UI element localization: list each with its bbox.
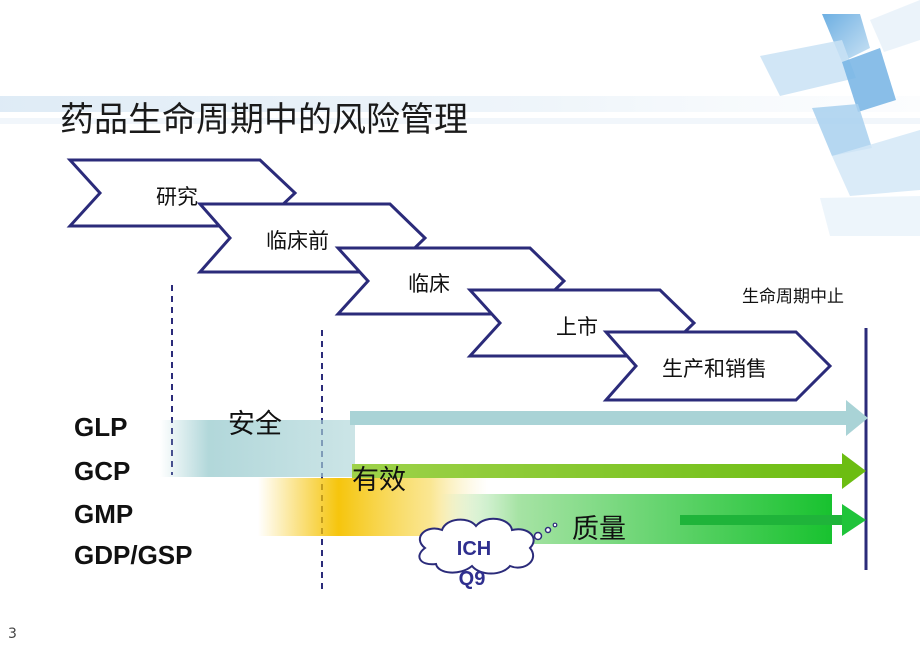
stage-label-research: 研究: [156, 185, 198, 209]
band-label-safety: 安全: [228, 409, 282, 440]
page-number: 3: [8, 626, 17, 642]
quality-arrow: [680, 504, 866, 536]
regulation-gdp-gsp: GDP/GSP: [74, 540, 193, 570]
safety-band: [160, 420, 355, 477]
stage-label-preclinical: 临床前: [266, 229, 329, 253]
band-label-efficacy: 有效: [352, 465, 406, 496]
ribbon-decoration: [760, 0, 920, 236]
regulation-gcp: GCP: [74, 456, 131, 486]
stage-label-production: 生产和销售: [662, 357, 767, 381]
chevron-production: [602, 330, 833, 402]
safety-arrow: [350, 400, 868, 436]
efficacy-arrow: [352, 453, 866, 489]
slide-title: 药品生命周期中的风险管理: [60, 100, 468, 140]
regulation-glp: GLP: [74, 412, 128, 442]
stage-chevrons: [66, 158, 833, 402]
regulation-gmp: GMP: [74, 499, 134, 529]
header-band: [0, 96, 920, 112]
band-label-quality: 质量: [572, 514, 626, 545]
header-band-thin: [0, 118, 920, 124]
callout-q9: Q9: [458, 568, 486, 590]
ich-cloud: [418, 517, 558, 575]
stage-label-clinical: 临床: [408, 272, 450, 296]
callout-ich: ICH: [456, 538, 492, 560]
lifecycle-end-label: 生命周期中止: [742, 287, 844, 307]
stage-label-market: 上市: [556, 315, 598, 339]
